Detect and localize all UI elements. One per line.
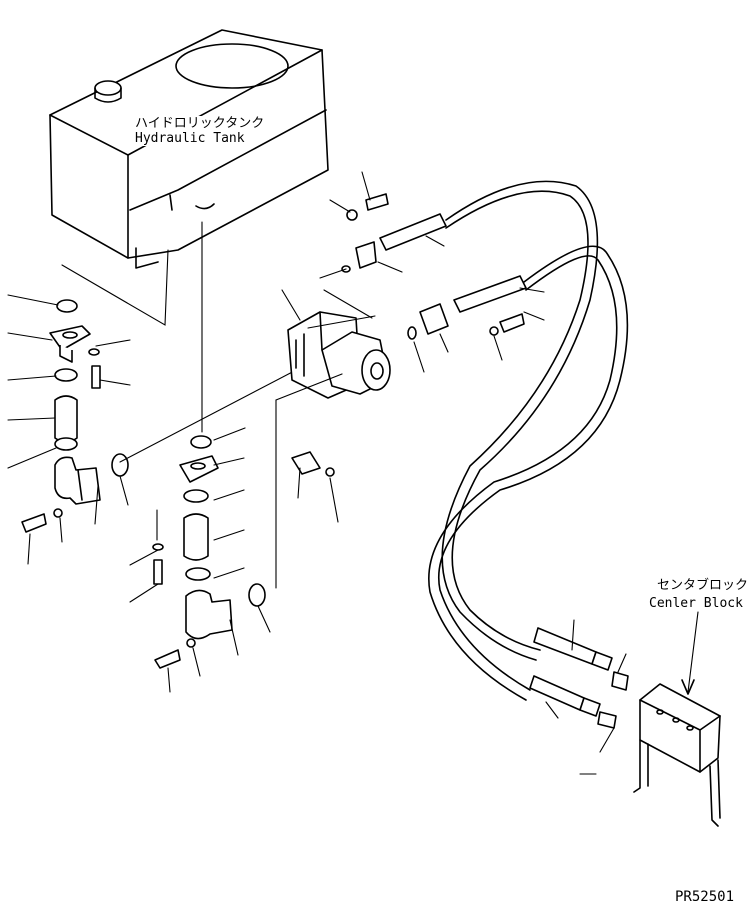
center-block: [633, 611, 721, 827]
outlet-fittings: [291, 171, 545, 523]
hydraulic-pump: [275, 289, 425, 401]
hydraulic-tank: [49, 29, 329, 269]
figure-code: PR52501: [673, 889, 737, 905]
left-suction-parts: [7, 249, 169, 565]
hydraulic-tank-label-jp: ハイドロリックタンク: [133, 116, 267, 131]
hydraulic-tank-label-en: Hydraulic Tank: [133, 131, 247, 146]
block-fittings: [579, 653, 629, 775]
center-block-label-jp: センタブロック: [655, 578, 751, 593]
pressure-hose-1: [379, 180, 613, 671]
center-suction-parts: [111, 221, 301, 693]
pressure-hose-2: [428, 245, 629, 719]
center-block-label-en: Cenler Block: [647, 596, 745, 611]
